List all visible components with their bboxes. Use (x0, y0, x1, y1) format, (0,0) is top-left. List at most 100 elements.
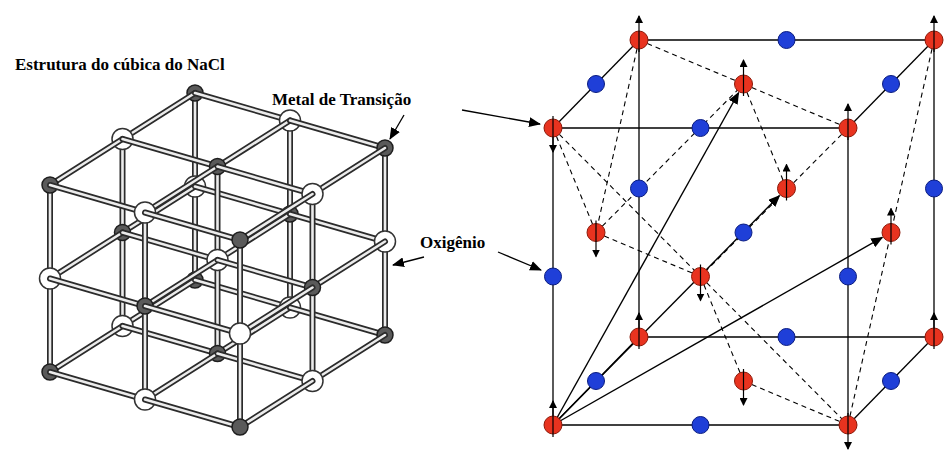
lattice-bar (313, 148, 386, 194)
cation-sphere (232, 419, 248, 435)
lattice-bar (218, 121, 291, 167)
lattice-bar-highlight (49, 185, 52, 279)
lattice-bar (313, 335, 386, 381)
nacl-lattice (40, 85, 396, 435)
spin-arrow (552, 116, 553, 152)
lattice-bar (382, 242, 388, 336)
lattice-bar-highlight (195, 187, 290, 215)
spin-arrow (595, 221, 596, 257)
lattice-bar (120, 139, 126, 233)
cation-sphere (232, 232, 248, 248)
lattice-bar (290, 121, 385, 149)
plane-line (596, 40, 639, 233)
lattice-bar (145, 400, 240, 428)
lattice-bar (382, 148, 388, 242)
leader-line (498, 252, 541, 270)
lattice-bar (192, 187, 198, 281)
spin-arrow (638, 16, 639, 52)
lattice-bar-highlight (313, 148, 386, 194)
lattice-bar-highlight (311, 194, 314, 288)
lattice-bar-highlight (313, 335, 386, 381)
lattice-bar (215, 260, 221, 354)
lattice-bar (145, 260, 218, 306)
vector-arrow (553, 196, 779, 425)
oxygen-atom (588, 76, 605, 93)
plane-line (553, 128, 596, 233)
lattice-bar-highlight (290, 308, 385, 336)
lattice-bar-highlight (50, 326, 123, 372)
oxygen-atom (883, 76, 900, 93)
lattice-bar (310, 194, 316, 288)
lattice-bar (123, 326, 218, 354)
spin-arrow (743, 60, 744, 96)
lattice-bar (142, 306, 148, 400)
lattice-bar-highlight (50, 279, 145, 307)
lattice-bar-highlight (240, 381, 313, 427)
plane-line (744, 84, 787, 189)
figure-heading: Estrutura do cúbica do NaCl (15, 55, 225, 75)
cell-edge (848, 40, 934, 128)
lattice-bar-highlight (289, 214, 292, 308)
lattice-bar (50, 233, 123, 279)
lattice-bar-highlight (50, 139, 123, 185)
lattice-bar-highlight (194, 187, 197, 281)
lattice-bar-highlight (123, 139, 218, 167)
lattice-bar-highlight (239, 334, 242, 428)
lattice-bar (50, 326, 123, 372)
plane-line (891, 40, 934, 233)
plane-line (744, 381, 849, 425)
oxygen-atom (545, 268, 562, 285)
lattice-bar (290, 308, 385, 336)
lattice-bar-highlight (240, 194, 313, 240)
lattice-bar (218, 354, 313, 382)
lattice-bar-highlight (145, 400, 240, 428)
lattice-bar-highlight (145, 306, 240, 334)
lattice-bar-highlight (123, 233, 218, 261)
lattice-bar-highlight (239, 240, 242, 334)
lattice-bar (287, 121, 293, 215)
lattice-bar-highlight (144, 306, 147, 400)
lattice-bar-highlight (384, 242, 387, 336)
lattice-bar-highlight (123, 326, 218, 354)
lattice-bar (50, 139, 123, 185)
spin-arrow (847, 413, 848, 449)
lattice-bar (237, 334, 243, 428)
lattice-bar (240, 194, 313, 240)
lattice-bar (237, 240, 243, 334)
oxide-unit-cell (544, 16, 943, 449)
lattice-bar (50, 185, 145, 213)
lattice-bar-highlight (218, 354, 313, 382)
callout-label: Oxigênio (420, 233, 485, 253)
leader-lines (390, 110, 541, 270)
lattice-bar (47, 185, 53, 279)
spin-arrow (933, 313, 934, 349)
lattice-bar (123, 93, 196, 139)
lattice-bar (145, 167, 218, 213)
oxygen-atom (926, 180, 943, 197)
lattice-bar (145, 354, 218, 400)
oxygen-atom (631, 180, 648, 197)
spin-arrow (700, 265, 701, 301)
cell-edge (848, 337, 934, 425)
plane-line (848, 233, 891, 426)
lattice-bar-highlight (145, 260, 218, 306)
spin-arrow (933, 16, 934, 52)
callout-label: Metal de Transição (272, 90, 411, 110)
lattice-bar (240, 381, 313, 427)
lattice-bar-highlight (290, 121, 385, 149)
lattice-bar-highlight (123, 93, 196, 139)
lattice-bar (50, 279, 145, 307)
oxygen-atom (588, 373, 605, 390)
plane-line (639, 40, 744, 84)
vector-arrow (553, 93, 739, 425)
lattice-bar-highlight (240, 288, 313, 334)
spin-arrow (890, 209, 891, 245)
vector-arrow (553, 237, 882, 425)
lattice-bar (218, 167, 313, 195)
plane-line (553, 128, 701, 277)
lattice-bar-highlight (145, 213, 240, 241)
lattice-bar-highlight (218, 167, 313, 195)
oxygen-atom (778, 32, 795, 49)
lattice-bar (215, 167, 221, 261)
spin-arrow (847, 104, 848, 140)
